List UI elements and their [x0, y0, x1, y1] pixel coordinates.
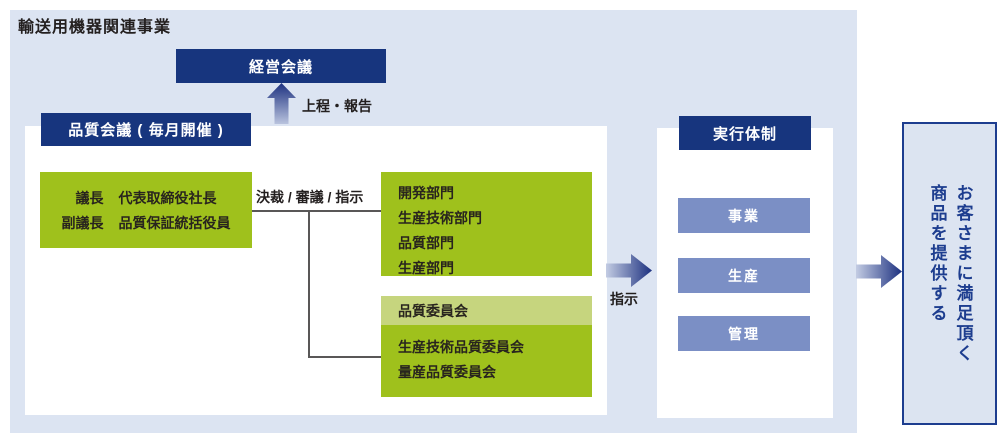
customer-goal-box: お客さまに満足頂く 商品を提供する — [902, 122, 997, 425]
customer-goal-text: お客さまに満足頂く 商品を提供する — [924, 184, 976, 364]
department-item: 品質部門 — [398, 235, 454, 251]
goal-line: お客さまに満足頂く — [953, 183, 973, 364]
quality-committee-box: 品質委員会 生産技術品質委員会 量産品質委員会 — [381, 296, 592, 397]
instruction-label: 指示 — [610, 291, 638, 307]
submit-report-label: 上程・報告 — [302, 98, 372, 114]
chair-person: 代表取締役社長 — [118, 189, 217, 206]
decision-label: 決裁 / 審議 / 指示 — [256, 189, 364, 205]
connector-line-horizontal-bottom — [308, 356, 382, 358]
execution-unit-business: 事業 — [678, 198, 810, 233]
department-item: 生産技術部門 — [398, 210, 482, 226]
chair-role: 議長 — [75, 189, 104, 206]
quality-committee-header: 品質委員会 — [381, 296, 592, 325]
vice-chair-person: 品質保証統括役員 — [118, 214, 231, 231]
execution-unit-administration: 管理 — [678, 316, 810, 351]
execution-unit-production: 生産 — [678, 258, 810, 293]
department-item: 開発部門 — [398, 185, 454, 201]
goal-line: 商品を提供する — [927, 183, 947, 324]
quality-committee-body: 生産技術品質委員会 量産品質委員会 — [381, 325, 592, 397]
instruction-arrow-icon — [606, 254, 652, 287]
execution-header-box: 実行体制 — [679, 116, 811, 150]
quality-meeting-box: 品質会議 ( 毎月開催 ) — [41, 113, 251, 146]
vice-chair-role: 副議長 — [61, 214, 104, 231]
goal-arrow-icon — [856, 255, 902, 288]
committee-item: 生産技術品質委員会 — [398, 339, 524, 355]
chair-box: 議長 代表取締役社長 副議長 品質保証統括役員 — [40, 172, 252, 248]
committee-item: 量産品質委員会 — [398, 364, 496, 380]
page-title: 輸送用機器関連事業 — [18, 19, 172, 36]
chair-grid: 議長 代表取締役社長 副議長 品質保証統括役員 — [62, 187, 231, 234]
departments-box: 開発部門 生産技術部門 品質部門 生産部門 — [381, 172, 592, 276]
connector-line-vertical — [308, 210, 310, 358]
up-arrow-icon — [267, 83, 296, 124]
management-meeting-box: 経営会議 — [176, 49, 386, 83]
connector-line-horizontal-top — [252, 210, 382, 212]
department-item: 生産部門 — [398, 260, 454, 276]
